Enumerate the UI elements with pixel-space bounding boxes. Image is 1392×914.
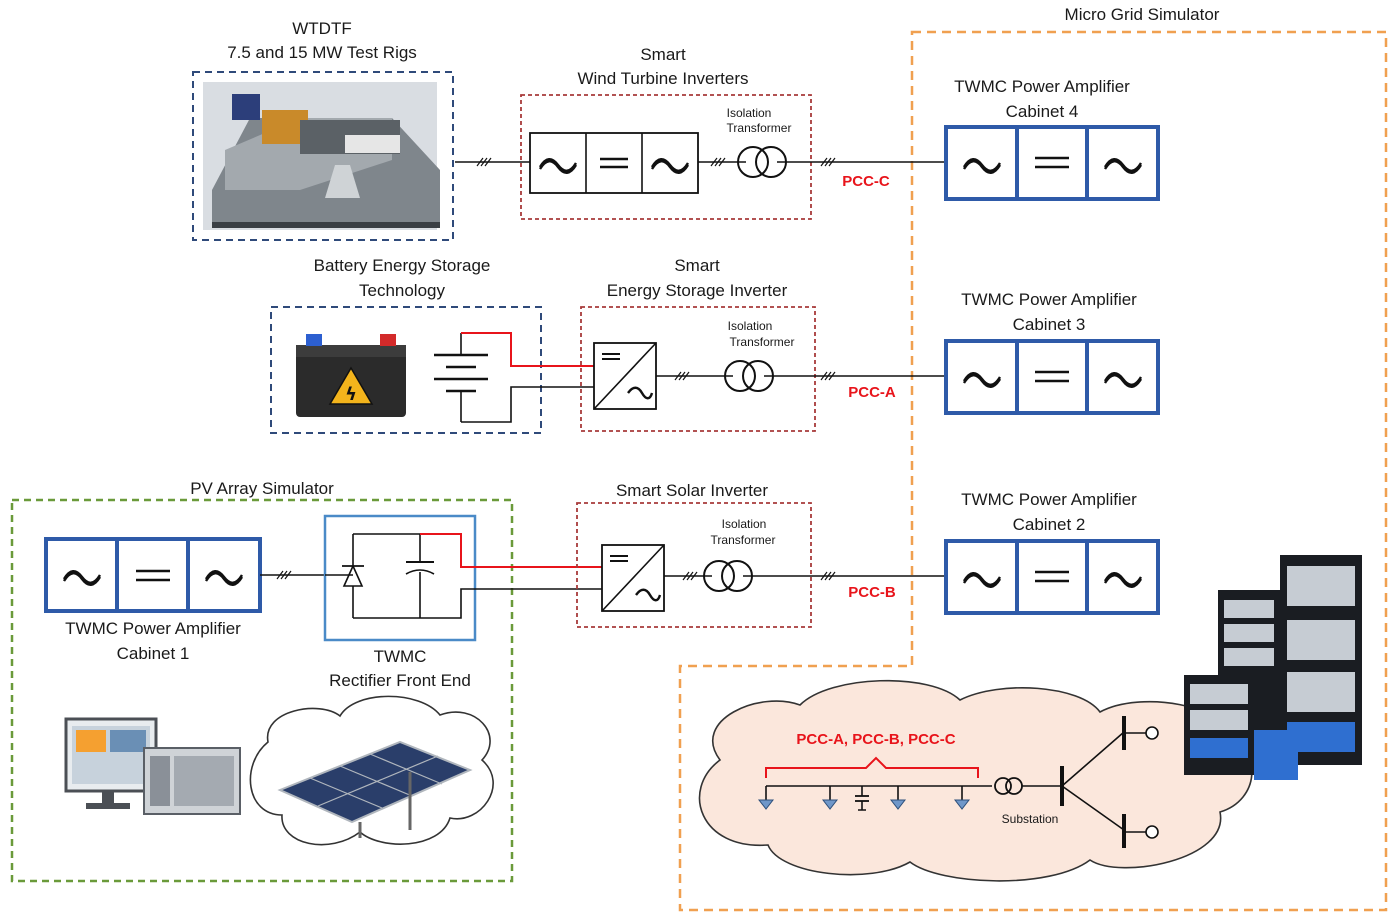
svg-text:ϟ: ϟ	[345, 384, 357, 405]
pv-array-title: PV Array Simulator	[190, 479, 334, 498]
storage-inverter-symbol	[593, 342, 657, 410]
xfmr-wind-label-2: Transformer	[727, 121, 792, 135]
cabinet-1-label-1: TWMC Power Amplifier	[65, 619, 241, 638]
feeder	[758, 785, 992, 811]
pcc-c-label: PCC-C	[842, 173, 890, 190]
cabinet-2-label-1: TWMC Power Amplifier	[961, 490, 1137, 509]
xfmr-solar-label-1: Isolation	[722, 517, 767, 531]
battery-box	[270, 306, 542, 434]
cabinet-1	[44, 537, 262, 613]
solar-panel-cloud	[249, 695, 494, 846]
battery-title-1: Battery Energy Storage	[314, 256, 491, 275]
micro-grid-boundary	[678, 30, 1388, 912]
daq-computer-image	[64, 717, 241, 815]
car-battery-image: ϟ	[296, 334, 406, 417]
battery-title-2: Technology	[359, 281, 446, 300]
pv-array-box	[10, 498, 514, 883]
cabinet-1-label-2: Cabinet 1	[117, 644, 190, 663]
wind-inverter-title-2: Wind Turbine Inverters	[577, 69, 748, 88]
xfmr-storage-label-2: Transformer	[730, 335, 795, 349]
pcc-a-label: PCC-A	[848, 384, 896, 401]
wtdtf-title-1: WTDTF	[292, 19, 351, 38]
cabinet-4	[944, 125, 1160, 201]
storage-inverter-title-2: Energy Storage Inverter	[607, 281, 788, 300]
cabinet-2	[944, 539, 1160, 615]
xfmr-solar-label-2: Transformer	[711, 533, 776, 547]
pcc-brace	[765, 756, 979, 778]
cabinet-3-label-1: TWMC Power Amplifier	[961, 290, 1137, 309]
amplifier-racks-image	[1184, 555, 1362, 780]
cabinet-3	[944, 339, 1160, 415]
test-rig-image	[203, 82, 440, 230]
rectifier-front-end	[323, 514, 477, 642]
distribution-grid-cloud	[698, 679, 1253, 882]
rectifier-label-2: Rectifier Front End	[329, 671, 471, 690]
wind-converter-symbol	[529, 132, 699, 194]
solar-inverter-title: Smart Solar Inverter	[616, 481, 768, 500]
storage-inverter-box	[580, 306, 816, 432]
solar-inverter-box	[576, 502, 812, 628]
substation-label: Substation	[1002, 812, 1059, 826]
rectifier-label-1: TWMC	[374, 647, 427, 666]
cabinet-4-label-2: Cabinet 4	[1006, 102, 1079, 121]
wtdtf-title-2: 7.5 and 15 MW Test Rigs	[227, 43, 417, 62]
wind-inverter-box	[520, 94, 812, 220]
xfmr-storage-label-1: Isolation	[728, 319, 773, 333]
solar-inverter-symbol	[601, 544, 665, 612]
cabinet-4-label-1: TWMC Power Amplifier	[954, 77, 1130, 96]
pcc-all-label: PCC-A, PCC-B, PCC-C	[796, 731, 955, 748]
cabinet-2-label-2: Cabinet 2	[1013, 515, 1086, 534]
wind-inverter-title-1: Smart	[640, 45, 686, 64]
substation	[994, 716, 1159, 848]
micro-grid-title: Micro Grid Simulator	[1065, 5, 1220, 24]
wtdtf-box	[192, 71, 454, 241]
pcc-b-label: PCC-B	[848, 584, 896, 601]
cabinet-3-label-2: Cabinet 3	[1013, 315, 1086, 334]
storage-inverter-title-1: Smart	[674, 256, 720, 275]
xfmr-wind-label-1: Isolation	[727, 106, 772, 120]
battery-symbol	[434, 333, 488, 422]
